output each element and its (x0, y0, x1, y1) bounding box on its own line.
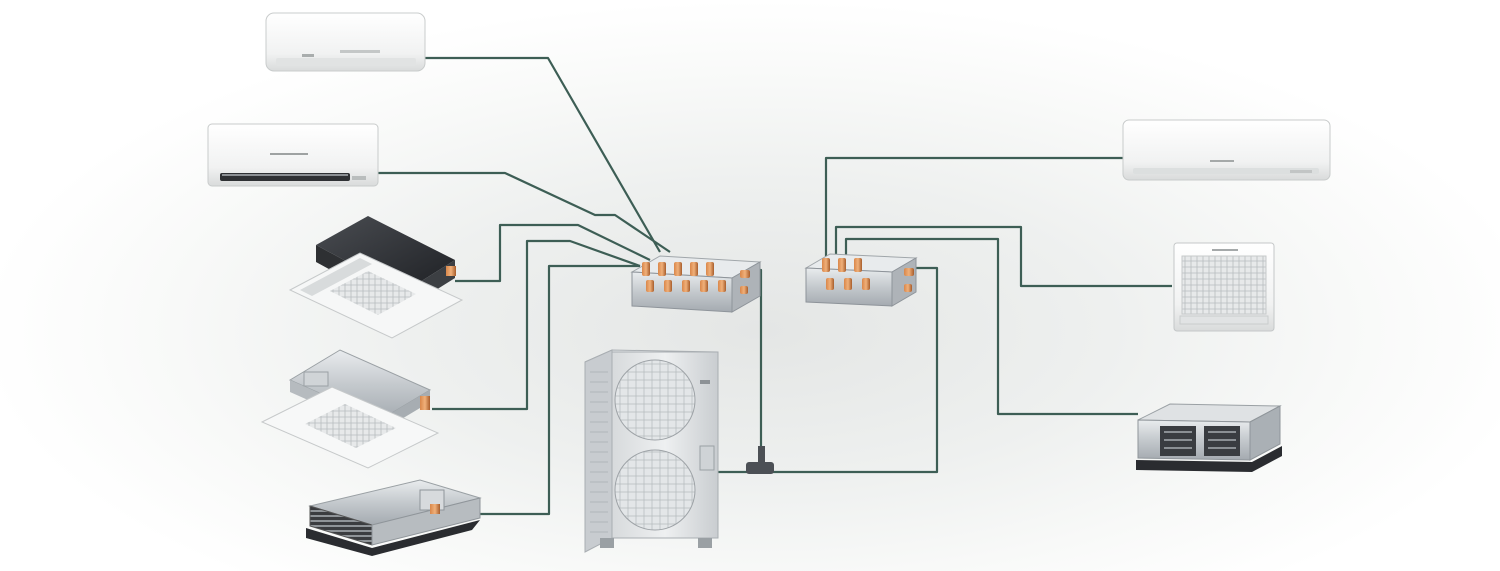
refnet-joint (746, 446, 774, 474)
pipe-ducted-1 (478, 264, 640, 516)
ceiling-cassette-unit-2[interactable] (260, 349, 440, 469)
fan-grill-top (614, 359, 696, 441)
ducted-unit-1[interactable] (306, 479, 482, 556)
pipe-cassette-2 (432, 239, 641, 411)
pipe-cassette-1 (455, 223, 651, 283)
fan-grill-bottom (614, 449, 696, 531)
ceiling-cassette-unit-1[interactable] (288, 216, 464, 339)
pipe-branch-2-main (770, 266, 939, 474)
branch-box-2[interactable] (804, 253, 918, 307)
outdoor-louvers (590, 371, 608, 533)
floor-console-unit[interactable] (1173, 242, 1275, 332)
pipe-ducted-2 (844, 237, 1138, 416)
branch-box-1[interactable] (630, 255, 762, 313)
branch-box-1-ports (642, 262, 750, 294)
wall-mounted-unit-1[interactable] (265, 12, 426, 72)
branch-box-2-ports (822, 258, 914, 292)
ducted-unit-2[interactable] (1136, 403, 1282, 472)
wall-mounted-unit-2[interactable] (207, 123, 379, 187)
outdoor-unit[interactable] (584, 349, 719, 553)
wall-mounted-unit-3[interactable] (1122, 119, 1331, 181)
refrigerant-pipes (378, 56, 1172, 516)
pipe-floor-console (834, 225, 1172, 288)
pipe-wall-unit-2 (378, 171, 671, 253)
pipe-wall-unit-1 (425, 56, 661, 253)
pipe-wall-unit-3 (824, 156, 1123, 262)
